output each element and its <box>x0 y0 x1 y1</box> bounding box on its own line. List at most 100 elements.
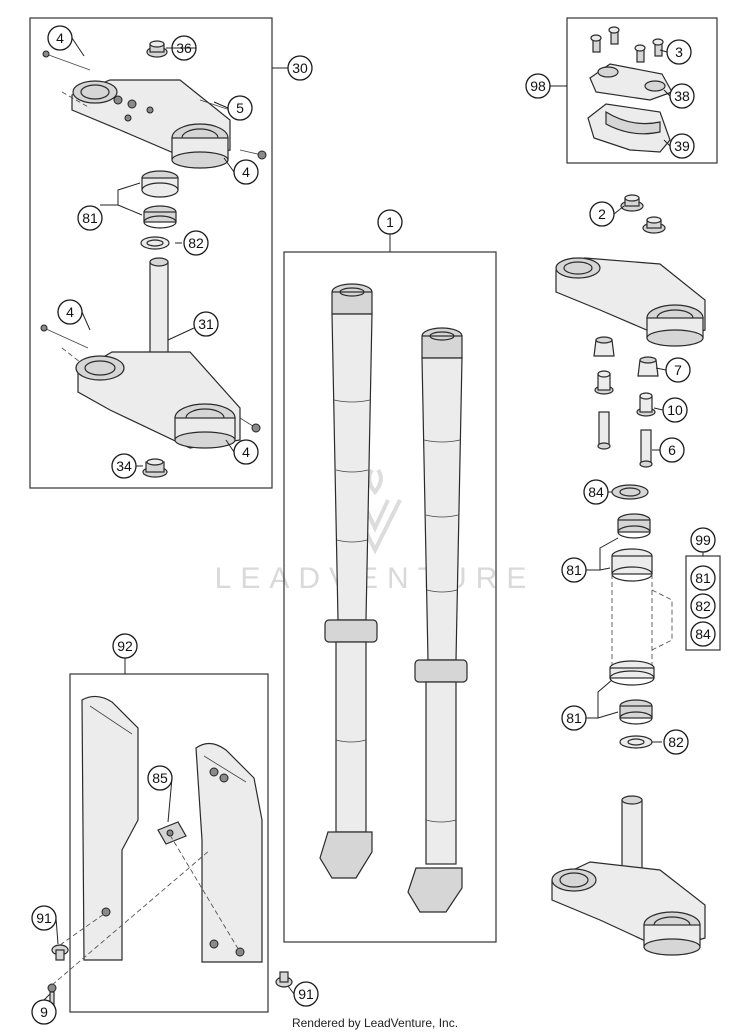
callout-84a: 84 <box>583 479 609 505</box>
upper-clamp-right <box>555 257 706 347</box>
svg-text:31: 31 <box>198 316 214 332</box>
cap-nut-36 <box>146 40 168 58</box>
callout-82b: 82 <box>690 593 716 619</box>
callout-38: 38 <box>669 83 695 109</box>
callout-39: 39 <box>669 133 695 159</box>
callout-30: 30 <box>287 55 313 81</box>
svg-text:3: 3 <box>675 44 683 60</box>
head-tube-ghost <box>611 548 673 665</box>
callout-31: 31 <box>193 311 219 337</box>
svg-text:2: 2 <box>598 206 606 222</box>
svg-text:38: 38 <box>674 88 690 104</box>
callout-3: 3 <box>666 39 692 65</box>
svg-text:84: 84 <box>588 484 604 500</box>
svg-text:5: 5 <box>236 100 244 116</box>
callout-91b: 91 <box>293 981 319 1007</box>
svg-text:98: 98 <box>530 78 546 94</box>
bearing-81-right-upper <box>617 513 651 539</box>
callout-99: 99 <box>690 527 716 553</box>
svg-text:82: 82 <box>188 235 204 251</box>
steering-stem-lower-right <box>551 795 706 956</box>
bearing-81-upper <box>141 170 179 229</box>
svg-text:84: 84 <box>695 626 711 642</box>
cap-nut-2 <box>620 194 666 234</box>
svg-text:30: 30 <box>292 60 308 76</box>
callout-6: 6 <box>659 437 685 463</box>
callout-81d: 81 <box>561 705 587 731</box>
svg-text:4: 4 <box>242 164 250 180</box>
svg-text:4: 4 <box>56 30 64 46</box>
bolt-set-upper <box>42 50 267 160</box>
callout-7: 7 <box>665 357 691 383</box>
seal-84 <box>611 484 649 500</box>
callout-5: 5 <box>227 95 253 121</box>
watermark-text: LEADVENTURE <box>215 562 536 595</box>
fork-leg-right <box>407 327 468 913</box>
svg-text:81: 81 <box>566 562 582 578</box>
callout-82c: 82 <box>663 729 689 755</box>
screw-91-left <box>51 944 69 961</box>
svg-text:92: 92 <box>117 638 133 654</box>
bolt-set-lower <box>40 324 261 433</box>
svg-text:6: 6 <box>668 442 676 458</box>
footer-credit: Rendered by LeadVenture, Inc. <box>291 1016 459 1030</box>
steering-stem-lower-clamp <box>75 257 241 449</box>
callout-34: 34 <box>111 453 137 479</box>
svg-text:34: 34 <box>116 458 132 474</box>
svg-text:99: 99 <box>695 532 711 548</box>
group-frame-30 <box>29 17 273 489</box>
callout-4d: 4 <box>233 439 259 465</box>
bar-clamp-bolts <box>590 26 664 63</box>
cap-nut-34 <box>142 458 168 478</box>
svg-text:4: 4 <box>242 444 250 460</box>
callout-82a: 82 <box>183 230 209 256</box>
svg-text:91: 91 <box>298 986 314 1002</box>
group-frame-92 <box>69 673 269 1013</box>
svg-text:10: 10 <box>667 402 683 418</box>
svg-text:81: 81 <box>695 570 711 586</box>
svg-text:81: 81 <box>82 210 98 226</box>
svg-text:82: 82 <box>668 734 684 750</box>
callout-10: 10 <box>662 397 688 423</box>
bar-clamp-upper-38 <box>589 63 673 101</box>
callout-92: 92 <box>112 633 138 659</box>
callout-91a: 91 <box>31 905 57 931</box>
svg-text:9: 9 <box>40 1004 48 1020</box>
callout-98: 98 <box>525 73 551 99</box>
callout-81a: 81 <box>77 205 103 231</box>
bushings-10 <box>594 370 656 417</box>
screw-91-right <box>275 971 293 988</box>
svg-text:39: 39 <box>674 138 690 154</box>
fork-guard-left <box>81 695 139 961</box>
callout-4c: 4 <box>57 299 83 325</box>
svg-text:81: 81 <box>566 710 582 726</box>
group-frame-1 <box>283 251 497 943</box>
group-frame-98 <box>566 17 718 164</box>
callout-9: 9 <box>31 999 57 1025</box>
bushings-7 <box>593 336 659 377</box>
callout-81b: 81 <box>561 557 587 583</box>
seal-82-upper <box>140 236 170 250</box>
callout-81c: 81 <box>690 565 716 591</box>
svg-text:7: 7 <box>674 362 682 378</box>
callout-4b: 4 <box>233 159 259 185</box>
svg-text:85: 85 <box>152 770 168 786</box>
svg-text:1: 1 <box>386 214 394 230</box>
fork-guard-right <box>195 742 263 963</box>
svg-text:4: 4 <box>66 304 74 320</box>
clip-85 <box>157 821 187 845</box>
bearing-81-right-lower <box>609 660 655 725</box>
svg-text:91: 91 <box>36 910 52 926</box>
callout-1: 1 <box>377 209 403 235</box>
upper-triple-clamp <box>71 79 231 169</box>
callout-84b: 84 <box>690 621 716 647</box>
svg-text:82: 82 <box>695 598 711 614</box>
callout-2: 2 <box>589 201 615 227</box>
callout-4a: 4 <box>47 25 73 51</box>
bar-clamp-lower-39 <box>587 103 671 153</box>
pins-6 <box>597 411 653 468</box>
callout-85: 85 <box>147 765 173 791</box>
fork-leg-left <box>319 283 378 879</box>
seal-82-right <box>619 735 653 749</box>
